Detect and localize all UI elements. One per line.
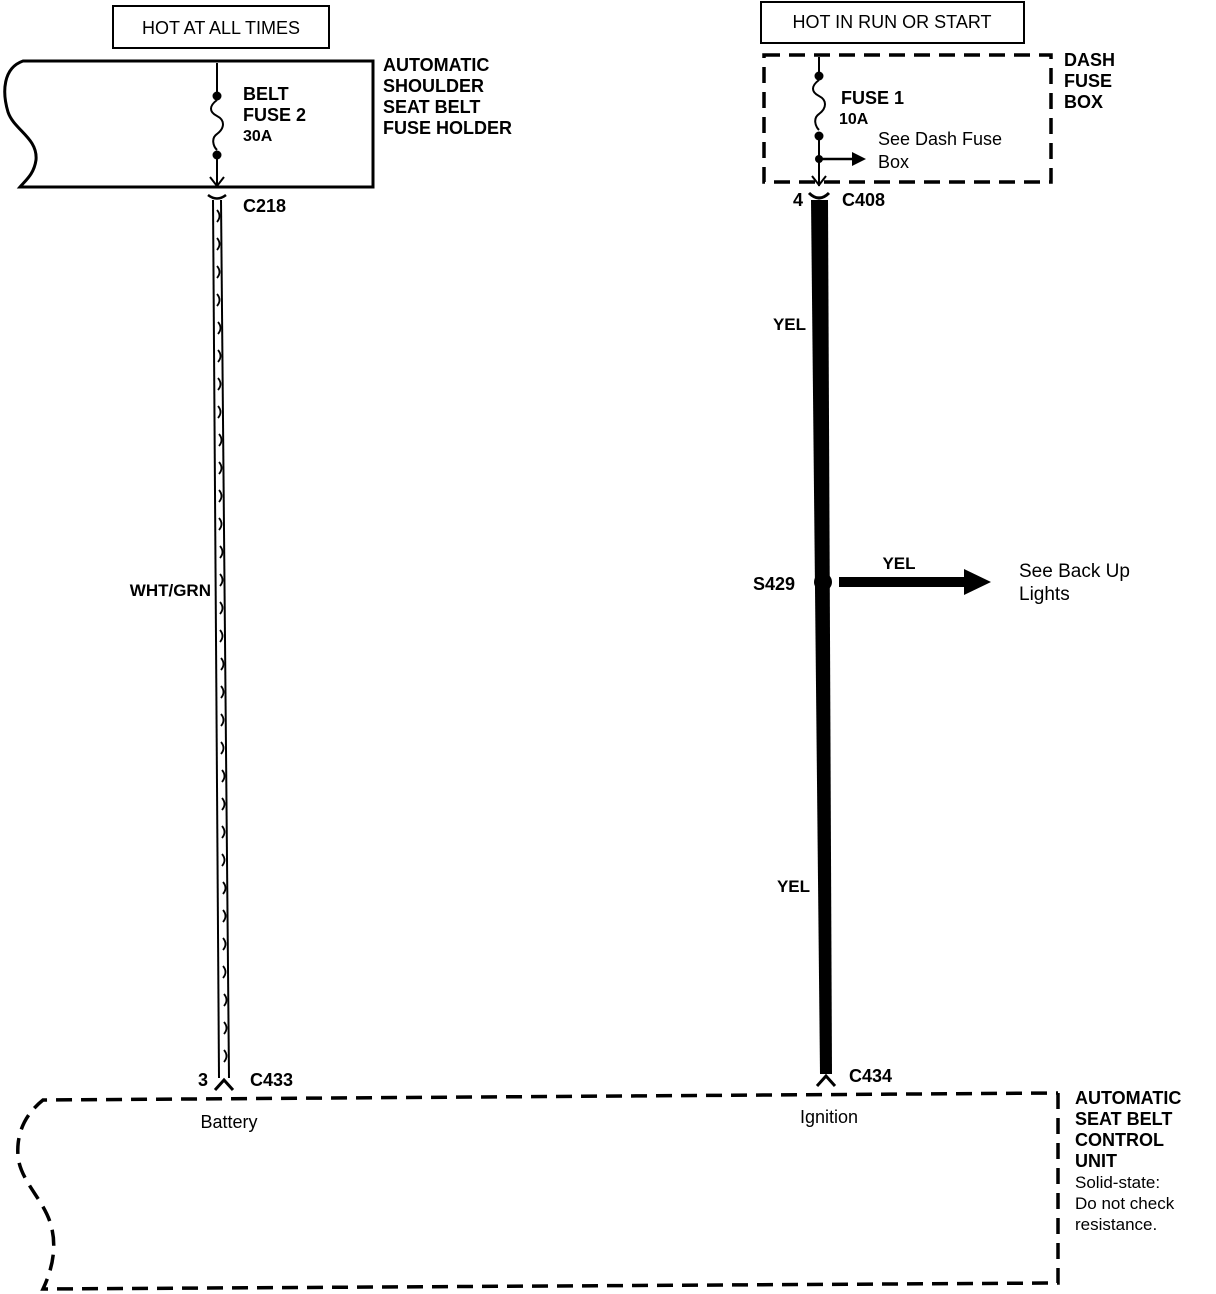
svg-text:SHOULDER: SHOULDER (383, 76, 484, 96)
connector-c408 (807, 191, 831, 200)
see-back-up-lights-ref-2: Lights (1019, 584, 1070, 605)
branch-wire-label: YEL (882, 554, 915, 573)
svg-text:FUSE: FUSE (1064, 71, 1112, 91)
wire-wht-grn (212, 199, 230, 1079)
see-back-up-lights-ref: See Back Up (1019, 561, 1130, 582)
battery-terminal-label: Battery (200, 1112, 257, 1132)
svg-text:resistance.: resistance. (1075, 1215, 1157, 1234)
see-dash-fuse-box-ref: See Dash Fuse (878, 129, 1002, 149)
control-unit-outline (16, 1091, 1060, 1291)
connector-c218-label: C218 (243, 196, 286, 216)
wire-yel-lower-label: YEL (777, 877, 810, 896)
wire-yel (811, 200, 832, 1074)
svg-text:DASH: DASH (1064, 50, 1115, 70)
dash-fuse-box-label: DASH FUSE BOX (1064, 50, 1115, 112)
fuse-holder-box (3, 59, 375, 189)
svg-text:HOT IN RUN OR START: HOT IN RUN OR START (792, 12, 991, 32)
branch-to-back-up-lights (839, 569, 991, 595)
belt-fuse-2 (209, 63, 225, 188)
connector-c218 (207, 193, 227, 200)
connector-c434-label: C434 (849, 1066, 892, 1086)
fuse-1-name: FUSE 1 (841, 88, 904, 108)
fuse-holder-label: AUTOMATIC SHOULDER SEAT BELT FUSE HOLDER (383, 55, 512, 138)
svg-text:CONTROL: CONTROL (1075, 1130, 1164, 1150)
fuse-1-rating: 10A (839, 111, 869, 128)
connector-c433-label: C433 (250, 1070, 293, 1090)
connector-c433-pin: 3 (198, 1070, 208, 1090)
hot-in-run-or-start-box: HOT IN RUN OR START (760, 1, 1025, 44)
svg-text:HOT AT ALL TIMES: HOT AT ALL TIMES (142, 18, 300, 38)
svg-text:AUTOMATIC: AUTOMATIC (383, 55, 489, 75)
svg-text:SEAT BELT: SEAT BELT (383, 97, 480, 117)
see-dash-fuse-box-ref-2: Box (878, 152, 909, 172)
control-unit-label: AUTOMATIC SEAT BELT CONTROL UNIT (1075, 1088, 1181, 1171)
svg-text:BOX: BOX (1064, 92, 1103, 112)
wire-wht-grn-label: WHT/GRN (130, 581, 211, 600)
svg-text:AUTOMATIC: AUTOMATIC (1075, 1088, 1181, 1108)
connector-c433 (213, 1077, 235, 1092)
dash-fuse-box-outline (762, 53, 1053, 184)
connector-c434 (815, 1073, 837, 1088)
connector-c408-pin: 4 (793, 190, 803, 210)
svg-text:Solid-state:: Solid-state: (1075, 1173, 1160, 1192)
svg-text:UNIT: UNIT (1075, 1151, 1117, 1171)
svg-text:FUSE HOLDER: FUSE HOLDER (383, 118, 512, 138)
splice-s429 (814, 573, 832, 591)
control-unit-note: Solid-state: Do not check resistance. (1075, 1173, 1175, 1234)
fuse-1 (811, 57, 866, 187)
splice-s429-label: S429 (753, 574, 795, 594)
ignition-terminal-label: Ignition (800, 1107, 858, 1127)
hot-at-all-times-box: HOT AT ALL TIMES (112, 5, 330, 49)
belt-fuse-rating: 30A (243, 128, 273, 145)
belt-fuse-name: BELT (243, 84, 289, 104)
svg-text:Do not check: Do not check (1075, 1194, 1175, 1213)
belt-fuse-name-2: FUSE 2 (243, 105, 306, 125)
connector-c408-label: C408 (842, 190, 885, 210)
wire-yel-upper-label: YEL (773, 315, 806, 334)
svg-text:SEAT BELT: SEAT BELT (1075, 1109, 1172, 1129)
